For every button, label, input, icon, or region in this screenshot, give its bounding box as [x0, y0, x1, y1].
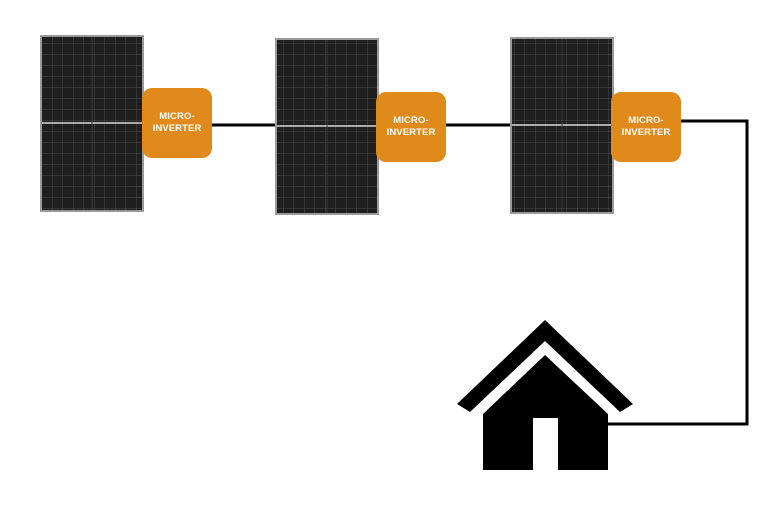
house-icon: [457, 320, 633, 470]
micro-inverter-3: MICRO- INVERTER: [611, 92, 681, 162]
micro-inverter-1-label: MICRO- INVERTER: [152, 111, 202, 134]
wiring: [211, 119, 749, 426]
micro-inverter-2: MICRO- INVERTER: [376, 92, 446, 162]
wire-inverter3-to-house: [608, 119, 749, 426]
micro-inverter-2-label: MICRO- INVERTER: [386, 115, 436, 138]
micro-inverter-3-label: MICRO- INVERTER: [621, 115, 671, 138]
solar-panel-2: [275, 38, 379, 215]
solar-panel-1: [40, 35, 144, 212]
micro-inverter-1: MICRO- INVERTER: [142, 88, 212, 158]
solar-panel-3: [510, 37, 614, 214]
